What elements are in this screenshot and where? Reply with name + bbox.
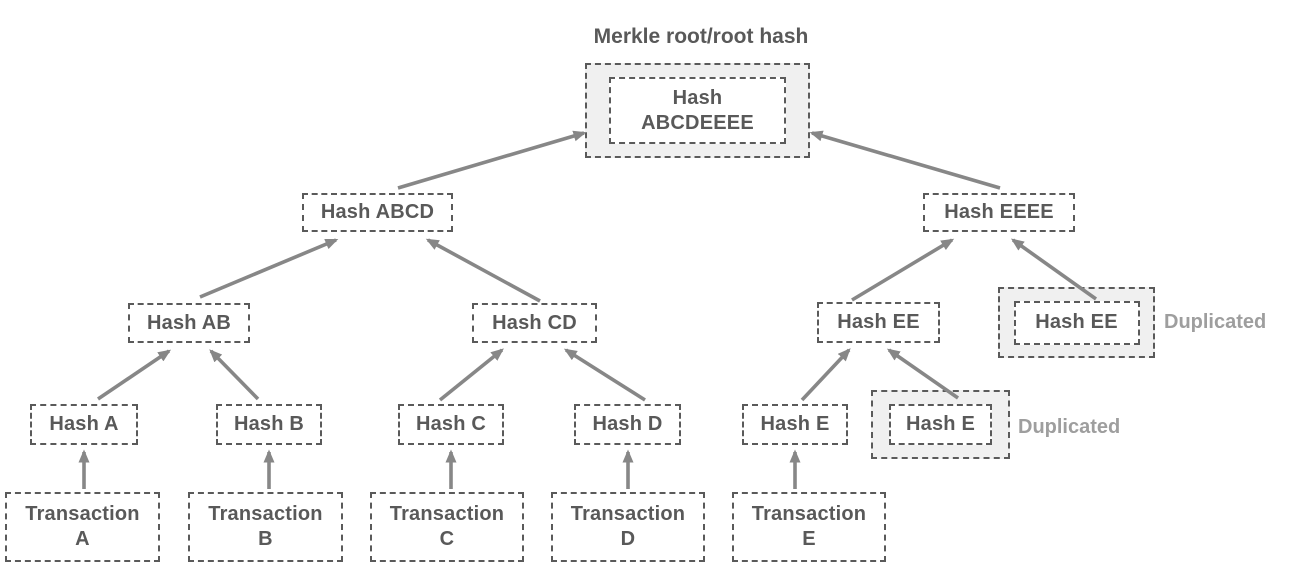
node-hash-e-dup: Hash E [871,390,1010,459]
node-inner-root: Hash ABCDEEEE [609,77,786,144]
node-label-root: Hash ABCDEEEE [641,86,754,134]
node-hash-b: Hash B [216,404,322,445]
node-hash-c: Hash C [398,404,504,445]
node-label-hash-ee: Hash EE [837,311,920,333]
node-inner-hash-e-dup: Hash E [889,404,992,445]
edge-hash-cd-to-hash-abcd [425,238,541,303]
node-label-hash-cd: Hash CD [492,311,577,334]
node-label-hash-e: Hash E [760,413,830,435]
node-label-hash-ee-dup: Hash EE [1035,311,1118,333]
edge-hash-e-to-hash-ee [800,348,851,402]
edge-hash-a-to-hash-ab [96,349,172,401]
node-tx-d: Transaction D [551,492,705,562]
node-hash-a: Hash A [30,404,138,445]
node-label-hash-b: Hash B [233,413,305,435]
node-hash-ee-dup: Hash EE [998,287,1155,358]
node-tx-e: Transaction E [732,492,886,562]
node-label-tx-a: Transaction A [25,503,140,550]
node-label-tx-c: Transaction C [389,503,505,550]
node-tx-c: Transaction C [370,492,524,562]
node-label-hash-eeee: Hash EEEE [944,201,1054,223]
node-tx-b: Transaction B [188,492,343,562]
node-tx-a: Transaction A [5,492,160,562]
node-hash-eeee: Hash EEEE [923,193,1075,232]
node-inner-hash-ee-dup: Hash EE [1013,300,1140,345]
annotation-duplicated-hash-ee-dup: Duplicated [1164,311,1267,333]
edge-hash-d-to-hash-cd [563,348,646,402]
diagram-title: Merkle root/root hash [593,25,809,48]
node-label-hash-ab: Hash AB [146,311,231,334]
node-label-hash-a: Hash A [49,413,119,435]
node-hash-e: Hash E [742,404,848,445]
edge-hash-ee-to-hash-eeee [851,238,955,302]
edge-hash-abcd-to-root [397,130,587,190]
node-label-tx-e: Transaction E [751,503,867,550]
node-hash-cd: Hash CD [472,303,597,343]
node-root: Hash ABCDEEEE [585,63,810,158]
edge-hash-ab-to-hash-abcd [199,238,339,299]
node-label-hash-e-dup: Hash E [905,413,975,435]
node-hash-ab: Hash AB [128,303,250,343]
edge-hash-b-to-hash-ab [209,349,260,401]
annotation-duplicated-hash-e-dup: Duplicated [1018,416,1121,438]
node-label-hash-d: Hash D [592,413,663,435]
node-label-tx-b: Transaction B [208,503,323,550]
node-hash-ee: Hash EE [817,302,940,343]
node-hash-abcd: Hash ABCD [302,193,453,232]
node-label-hash-c: Hash C [415,413,487,435]
node-label-tx-d: Transaction D [570,503,686,550]
node-label-hash-abcd: Hash ABCD [320,201,435,223]
edge-hash-c-to-hash-cd [438,348,504,402]
edge-hash-eeee-to-root [809,130,1001,190]
node-hash-d: Hash D [574,404,681,445]
